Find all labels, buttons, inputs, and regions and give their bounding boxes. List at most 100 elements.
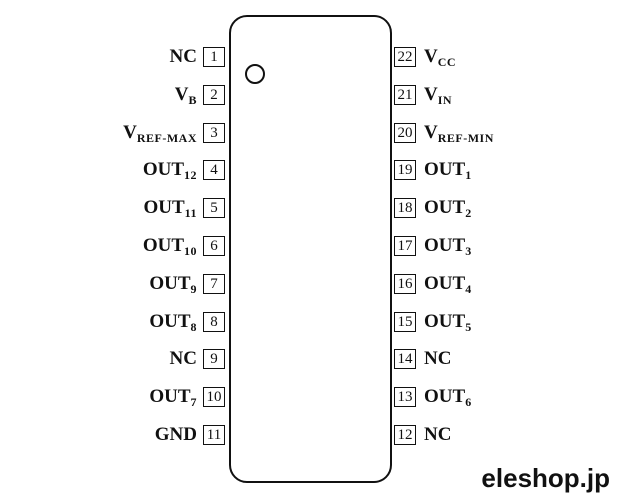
pin-label: GND: [155, 424, 197, 446]
pin-label: VIN: [424, 84, 452, 107]
pin-number: 13: [394, 387, 416, 408]
pin-label: OUT4: [424, 273, 472, 296]
ic-package-body: [229, 15, 392, 483]
pin-label: VCC: [424, 46, 456, 69]
pin-label-subscript: 4: [465, 281, 472, 296]
pin-label-main: NC: [424, 348, 452, 370]
pin-label-subscript: 5: [465, 319, 472, 334]
pin-number: 9: [203, 349, 225, 370]
pin-label-main: V: [123, 121, 137, 143]
pin-number: 1: [203, 47, 225, 67]
pin-number: 5: [203, 198, 225, 219]
pin-label-subscript: 9: [190, 281, 197, 296]
pin-row: VCC 22: [0, 46, 620, 69]
pin-number: 19: [394, 160, 416, 181]
pin-label-main: GND: [154, 424, 197, 445]
pin-label-main: OUT: [424, 235, 466, 256]
pin-label-main: OUT: [149, 272, 191, 294]
pin-row: OUT8 8: [0, 311, 620, 334]
pin1-indicator-icon: [245, 64, 265, 84]
pin-label-main: NC: [169, 348, 197, 370]
pin-label: OUT12: [143, 159, 197, 182]
pin-label-subscript: B: [188, 92, 197, 107]
pin-number: 21: [394, 84, 416, 105]
pin-label-main: V: [424, 46, 438, 67]
pin-label-subscript: 1: [465, 168, 472, 183]
pin-label-main: V: [174, 83, 189, 105]
pin-row: NC 12: [0, 424, 620, 447]
pin-label: VREF-MIN: [424, 122, 494, 145]
pin-label-main: OUT: [142, 159, 184, 181]
pin-row: OUT12 4: [0, 159, 620, 182]
pin-row: NC 9: [0, 348, 620, 371]
pin-label-main: V: [424, 121, 438, 143]
pin-label-subscript: 11: [184, 206, 197, 221]
pin-label-main: OUT: [149, 386, 191, 408]
pin-number: 16: [394, 273, 416, 294]
pin-label-subscript: 2: [465, 206, 472, 221]
pin-label: NC: [170, 348, 197, 370]
pin-label-main: OUT: [424, 272, 466, 294]
pin-number: 10: [203, 387, 225, 408]
pin-label-subscript: 10: [184, 244, 197, 258]
pin-label: VB: [175, 84, 197, 107]
pin-label: OUT6: [424, 386, 472, 409]
pin-row: VREF-MIN 20: [0, 122, 620, 145]
pin-label-subscript: CC: [437, 55, 457, 69]
pin-number: 7: [203, 273, 225, 294]
pin-label-main: OUT: [424, 310, 466, 332]
pin-number: 20: [394, 122, 416, 143]
pin-number: 22: [394, 47, 416, 67]
pin-label: VREF-MAX: [123, 122, 197, 145]
pin-label-main: OUT: [424, 386, 466, 408]
pin-number: 17: [394, 236, 416, 256]
pin-label-subscript: REF-MAX: [136, 130, 197, 145]
pin-label-subscript: 7: [190, 395, 197, 410]
pin-number: 12: [394, 425, 416, 445]
pin-number: 2: [203, 84, 225, 105]
watermark: eleshop.jp: [481, 463, 610, 493]
pin-label: OUT8: [149, 311, 197, 334]
pin-label-main: OUT: [143, 197, 185, 219]
pin-label: OUT7: [149, 386, 197, 409]
pin-label-main: V: [424, 83, 438, 105]
pin-number: 8: [203, 311, 225, 332]
pin-label-subscript: 6: [465, 395, 472, 410]
pin-label: OUT1: [424, 159, 472, 182]
pin-number: 3: [203, 122, 225, 143]
pin-row: OUT3 17: [0, 235, 620, 258]
pin-label-main: OUT: [424, 197, 466, 219]
pin-label: OUT5: [424, 311, 472, 334]
pin-number: 18: [394, 198, 416, 219]
pin-number: 15: [394, 311, 416, 332]
pin-label-main: NC: [169, 46, 197, 67]
pin-label-main: OUT: [149, 310, 191, 332]
pin-label: OUT11: [143, 197, 197, 220]
pin-number: 4: [203, 160, 225, 181]
pin-number: 6: [203, 236, 225, 256]
pin-label: NC: [424, 348, 451, 370]
pin-label: NC: [170, 46, 197, 68]
pin-label-subscript: IN: [437, 92, 453, 107]
pin-label: NC: [424, 424, 451, 446]
pin-label: OUT9: [149, 273, 197, 296]
pin-label-main: OUT: [142, 235, 184, 256]
pin-label: OUT10: [143, 235, 197, 258]
pin-label: OUT2: [424, 197, 472, 220]
pin-label: OUT3: [424, 235, 472, 258]
pin-label-main: NC: [424, 424, 452, 445]
